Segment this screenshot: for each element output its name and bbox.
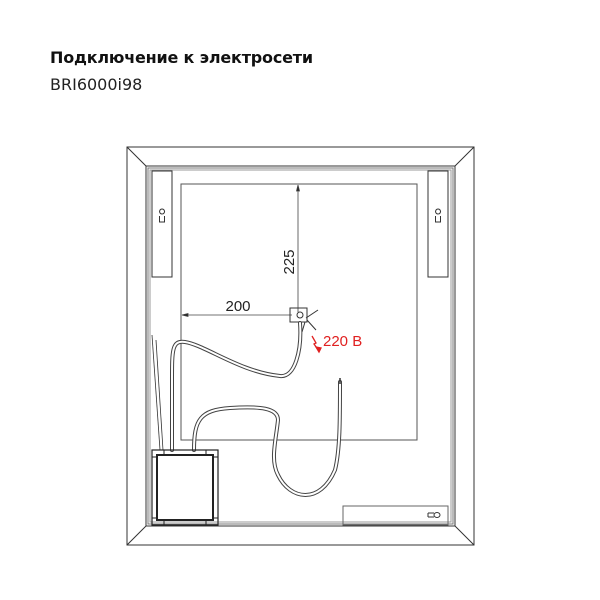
junction-box-icon: [289, 307, 319, 333]
voltage-label: 220 В: [323, 333, 362, 350]
dimension-vertical-label: 225: [281, 249, 298, 274]
mirror-panel: [180, 183, 418, 441]
led-cable: [192, 380, 342, 497]
power-cable: [170, 321, 303, 452]
keyhole-icon: [427, 512, 441, 518]
left-bracket: [151, 170, 173, 278]
page-title: Подключение к электросети: [50, 48, 313, 67]
right-bracket: [427, 170, 449, 278]
bottom-bracket: [342, 505, 449, 526]
lightning-icon: [311, 335, 322, 354]
keyhole-icon: [159, 208, 166, 223]
mirror-inner-frame: [145, 165, 456, 527]
keyhole-icon: [435, 208, 442, 223]
mirror-outer-frame: [126, 146, 475, 546]
dimension-horizontal-label: 200: [225, 298, 250, 315]
power-supply-icon: [151, 449, 219, 526]
model-code: BRI6000i98: [50, 75, 143, 94]
